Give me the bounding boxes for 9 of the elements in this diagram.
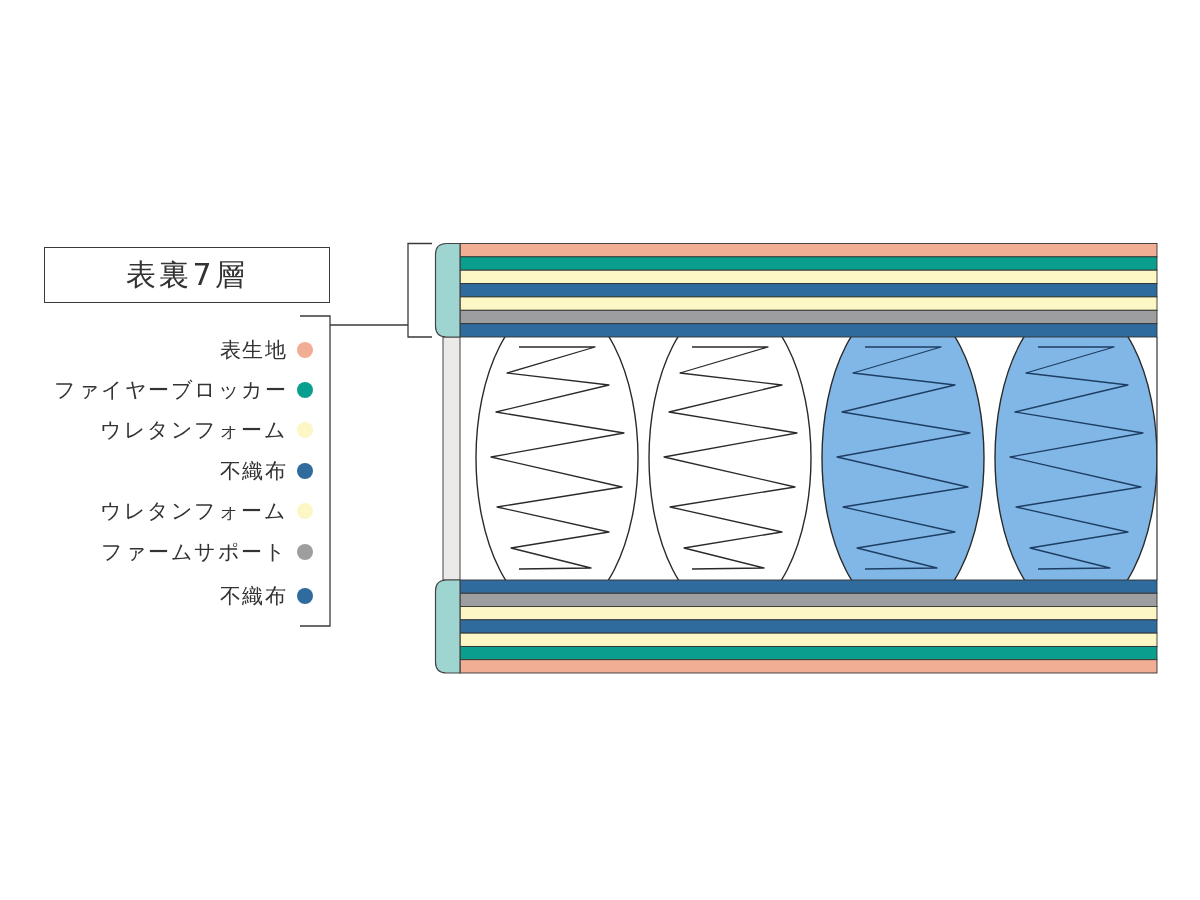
legend-label: ファイヤーブロッカー	[54, 377, 287, 403]
heading-frame	[44, 247, 330, 303]
heading-text: 表裏7層	[126, 255, 248, 294]
legend-label: ファームサポート	[101, 539, 287, 565]
legend-label: ウレタンフォーム	[100, 417, 287, 443]
legend-label: 不織布	[219, 458, 287, 484]
legend-label: ウレタンフォーム	[100, 498, 287, 524]
legend-label: 表生地	[219, 337, 287, 363]
legend-label: 不織布	[219, 583, 287, 609]
